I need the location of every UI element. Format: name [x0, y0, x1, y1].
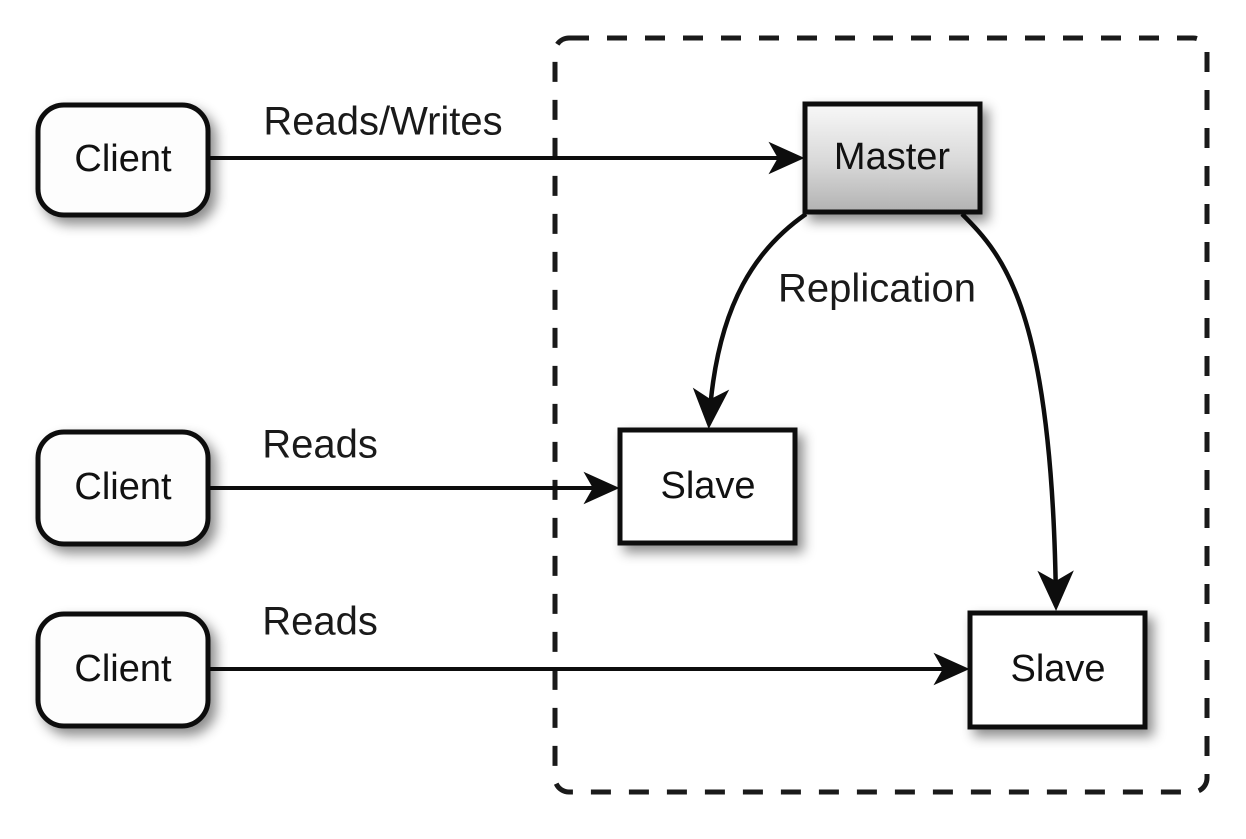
slave-upper-label: Slave — [660, 465, 755, 507]
edge-label-reads-upper: Reads — [262, 423, 378, 467]
edge-label-replication: Replication — [778, 267, 976, 311]
slave-lower-label: Slave — [1010, 648, 1105, 690]
client-bottom-label: Client — [74, 648, 172, 690]
node-client-middle[interactable]: Client — [35, 429, 211, 547]
client-bottom-box[interactable] — [35, 611, 211, 729]
master-box[interactable] — [802, 101, 983, 215]
node-client-bottom[interactable]: Client — [35, 611, 211, 729]
slave-lower-box[interactable] — [967, 610, 1148, 730]
edge-master-slave-lower — [960, 212, 1074, 612]
master-label: Master — [834, 136, 950, 178]
node-master[interactable]: Master — [802, 101, 983, 215]
client-middle-label: Client — [74, 466, 172, 508]
node-client-top[interactable]: Client — [35, 102, 211, 218]
node-slave-upper[interactable]: Slave — [617, 427, 798, 546]
slave-upper-box[interactable] — [617, 427, 798, 546]
client-middle-box[interactable] — [35, 429, 211, 547]
edge-label-reads-writes: Reads/Writes — [263, 100, 502, 144]
database-cluster-boundary — [552, 35, 1210, 795]
node-slave-lower[interactable]: Slave — [967, 610, 1148, 730]
edge-master-slave-upper — [692, 212, 808, 430]
edge-label-reads-lower: Reads — [262, 600, 378, 644]
client-top-label: Client — [74, 138, 172, 180]
client-top-box[interactable] — [35, 102, 211, 218]
